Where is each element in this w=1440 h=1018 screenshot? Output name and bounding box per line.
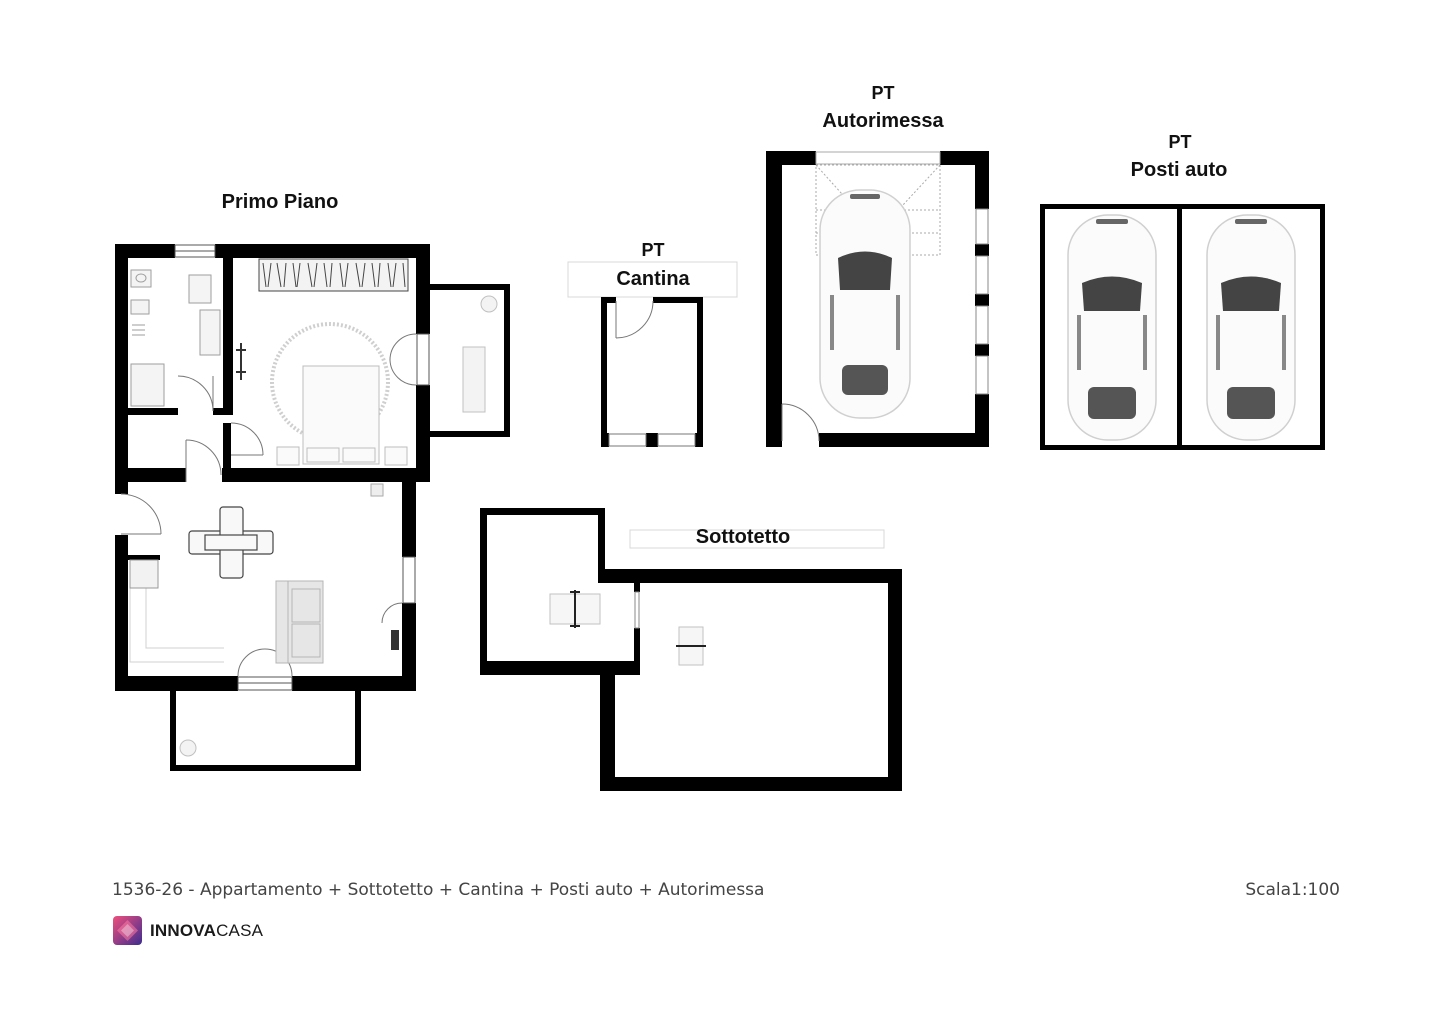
autorimessa-plan: PT Autorimessa xyxy=(766,83,989,447)
ladder-marks xyxy=(570,590,706,647)
primo-piano-walls xyxy=(115,244,430,691)
primo-piano-windows xyxy=(174,244,430,691)
balcony-furniture xyxy=(179,295,498,757)
brand-mark-spacer xyxy=(113,917,142,946)
sottotetto-label-box xyxy=(629,529,885,549)
brand-name-bold: INNOVA xyxy=(150,921,217,940)
autorimessa-label: Autorimessa xyxy=(822,110,944,132)
cantina-walls xyxy=(601,297,703,447)
innovacasa-logo-icon xyxy=(113,916,142,945)
sofa xyxy=(275,580,324,664)
sottotetto-label: Sottotetto xyxy=(696,526,790,548)
autorimessa-windows xyxy=(975,208,989,395)
primo-piano-balcony-right xyxy=(430,284,510,437)
cantina-plan: PT Cantina xyxy=(567,240,738,447)
tv-unit xyxy=(391,630,399,650)
sottotetto-furniture xyxy=(549,593,704,666)
sottotetto-window xyxy=(634,591,640,629)
cantina-door xyxy=(608,300,696,447)
autorimessa-door xyxy=(781,403,820,442)
autorimessa-level-label: PT xyxy=(871,83,894,103)
posti-level-label: PT xyxy=(1168,132,1191,152)
wardrobe xyxy=(258,258,409,292)
plan-scale: Scala1:100 xyxy=(1245,880,1340,900)
autorimessa-walls xyxy=(766,151,989,447)
primo-piano-plan: Primo Piano xyxy=(115,191,510,771)
brand-logo: INNOVACASA xyxy=(113,916,263,946)
car-icon xyxy=(1067,214,1157,441)
cantina-label-box xyxy=(567,261,738,298)
round-rug xyxy=(270,322,390,442)
primo-piano-label: Primo Piano xyxy=(222,191,339,213)
cantina-label: Cantina xyxy=(616,268,690,290)
wall-cabinet xyxy=(370,483,384,497)
double-bed xyxy=(276,365,408,466)
plan-caption: 1536-26 - Appartamento + Sottotetto + Ca… xyxy=(112,880,765,900)
sottotetto-plan: Sottotetto xyxy=(480,508,902,791)
cantina-level-label: PT xyxy=(641,240,664,260)
posti-auto-lines xyxy=(1040,204,1325,450)
bathroom-fixtures xyxy=(130,269,221,407)
brand-name: INNOVACASA xyxy=(150,921,263,941)
primo-piano-balcony-bottom xyxy=(170,691,361,771)
car-icon xyxy=(1206,214,1296,441)
posti-auto-plan: PT Posti auto xyxy=(1040,132,1325,450)
coat-rack xyxy=(236,343,246,380)
kitchen-counter xyxy=(129,559,224,663)
sottotetto-walls xyxy=(480,508,902,791)
car-icon xyxy=(819,189,911,419)
dining-table-set xyxy=(188,506,274,579)
brand-name-regular: CASA xyxy=(216,921,264,940)
posti-auto-label: Posti auto xyxy=(1131,159,1228,181)
